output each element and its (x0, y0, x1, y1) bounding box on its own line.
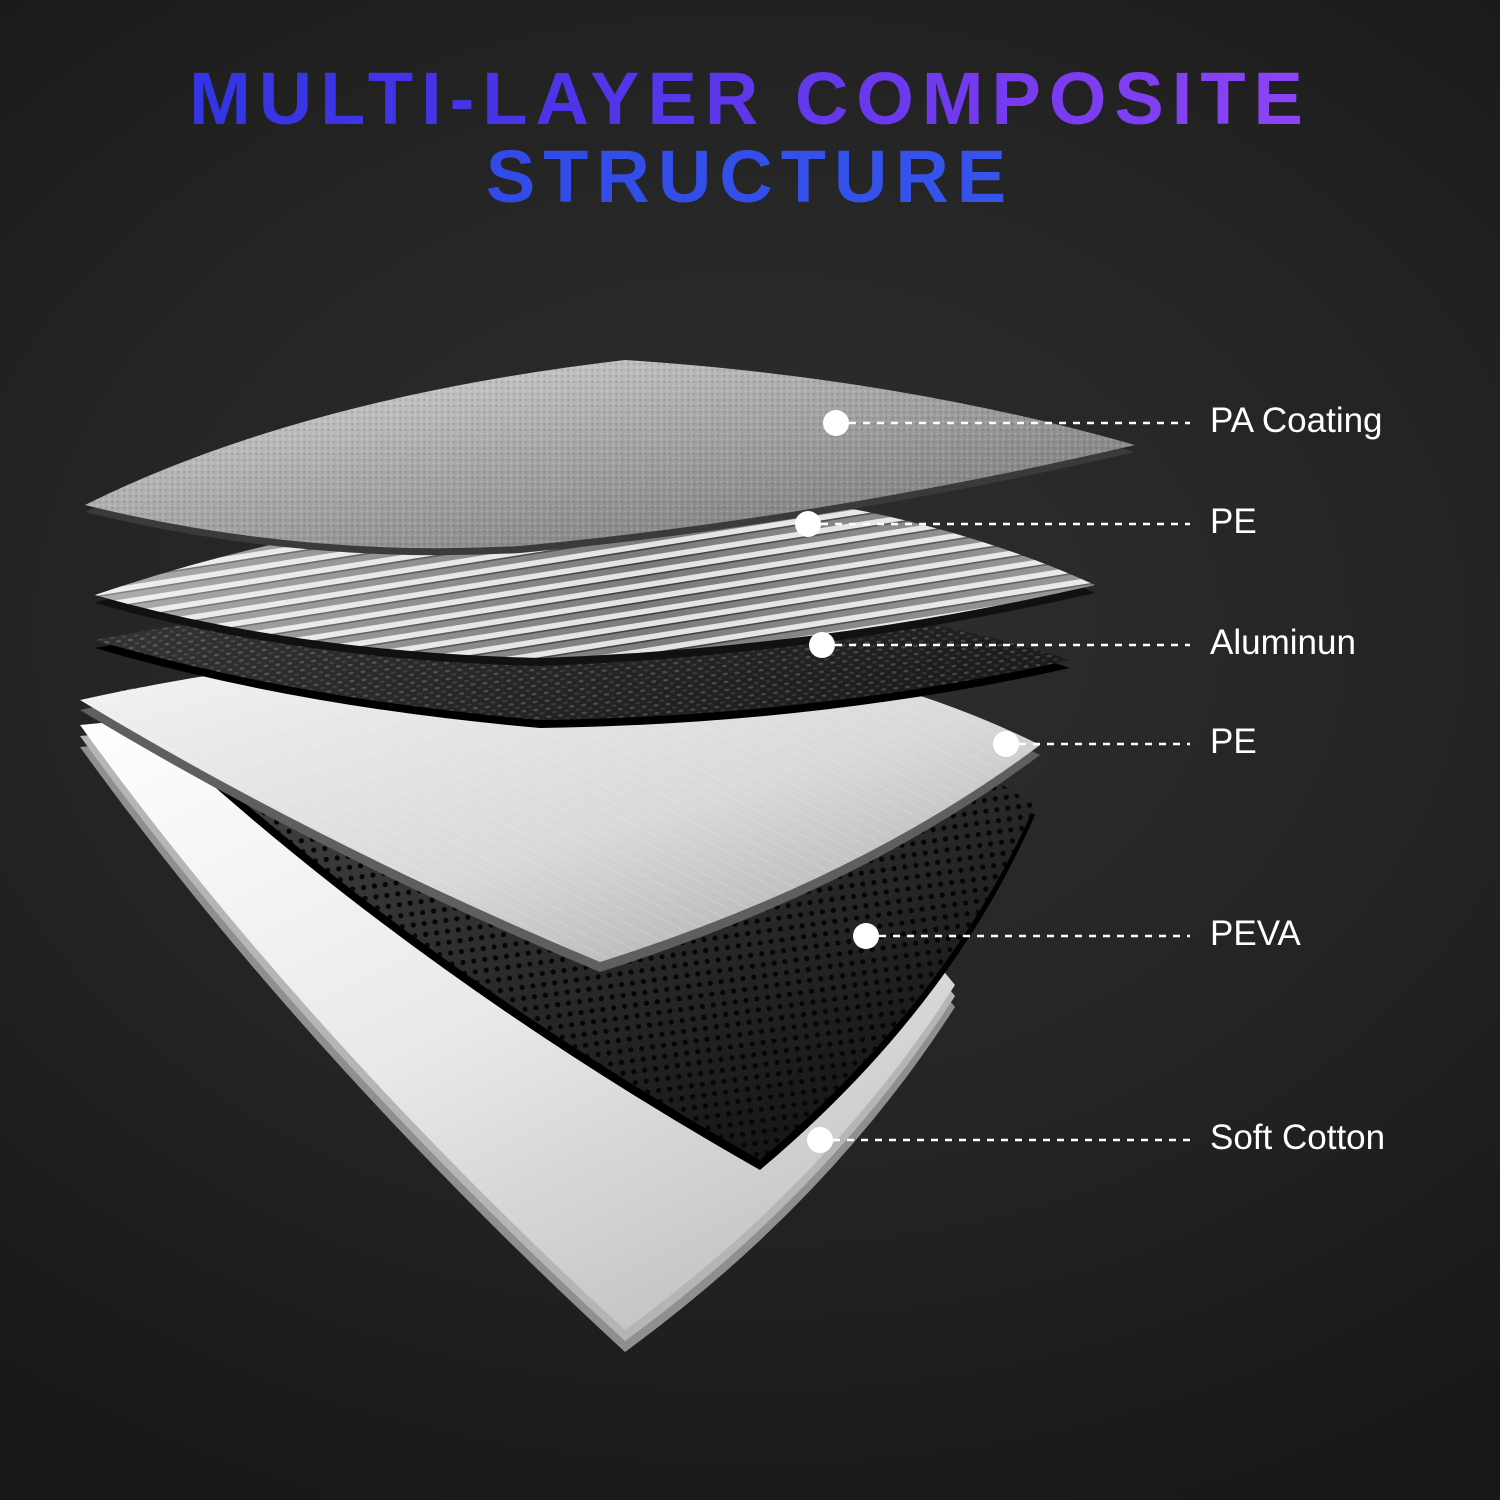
leader-dot-pe-white (993, 731, 1019, 757)
pa-coating-grain-texture (85, 360, 1135, 549)
leader-lines (821, 421, 1190, 1142)
layer-label-pa-coating: PA Coating (1210, 401, 1383, 440)
layer-label-pe-striped: PE (1210, 502, 1257, 541)
leader-dot-pe-striped (795, 511, 821, 537)
title-line-1: MULTI-LAYER COMPOSITE (0, 59, 1500, 138)
layer-label-peva: PEVA (1210, 914, 1301, 953)
leader-dots (795, 410, 1019, 1153)
layer-label-aluminum: Aluminun (1210, 623, 1356, 662)
leader-dot-peva (853, 923, 879, 949)
layer-sheet-pa-coating (85, 360, 1135, 556)
title-line-2: STRUCTURE (0, 137, 1500, 216)
page-title: MULTI-LAYER COMPOSITE STRUCTURE (0, 59, 1500, 217)
layer-label-soft-cotton: Soft Cotton (1210, 1118, 1386, 1157)
leader-dot-aluminum (809, 632, 835, 658)
leader-dot-pa-coating (823, 410, 849, 436)
layer-label-pe-white: PE (1210, 722, 1257, 761)
leader-dot-soft-cotton (807, 1127, 833, 1153)
